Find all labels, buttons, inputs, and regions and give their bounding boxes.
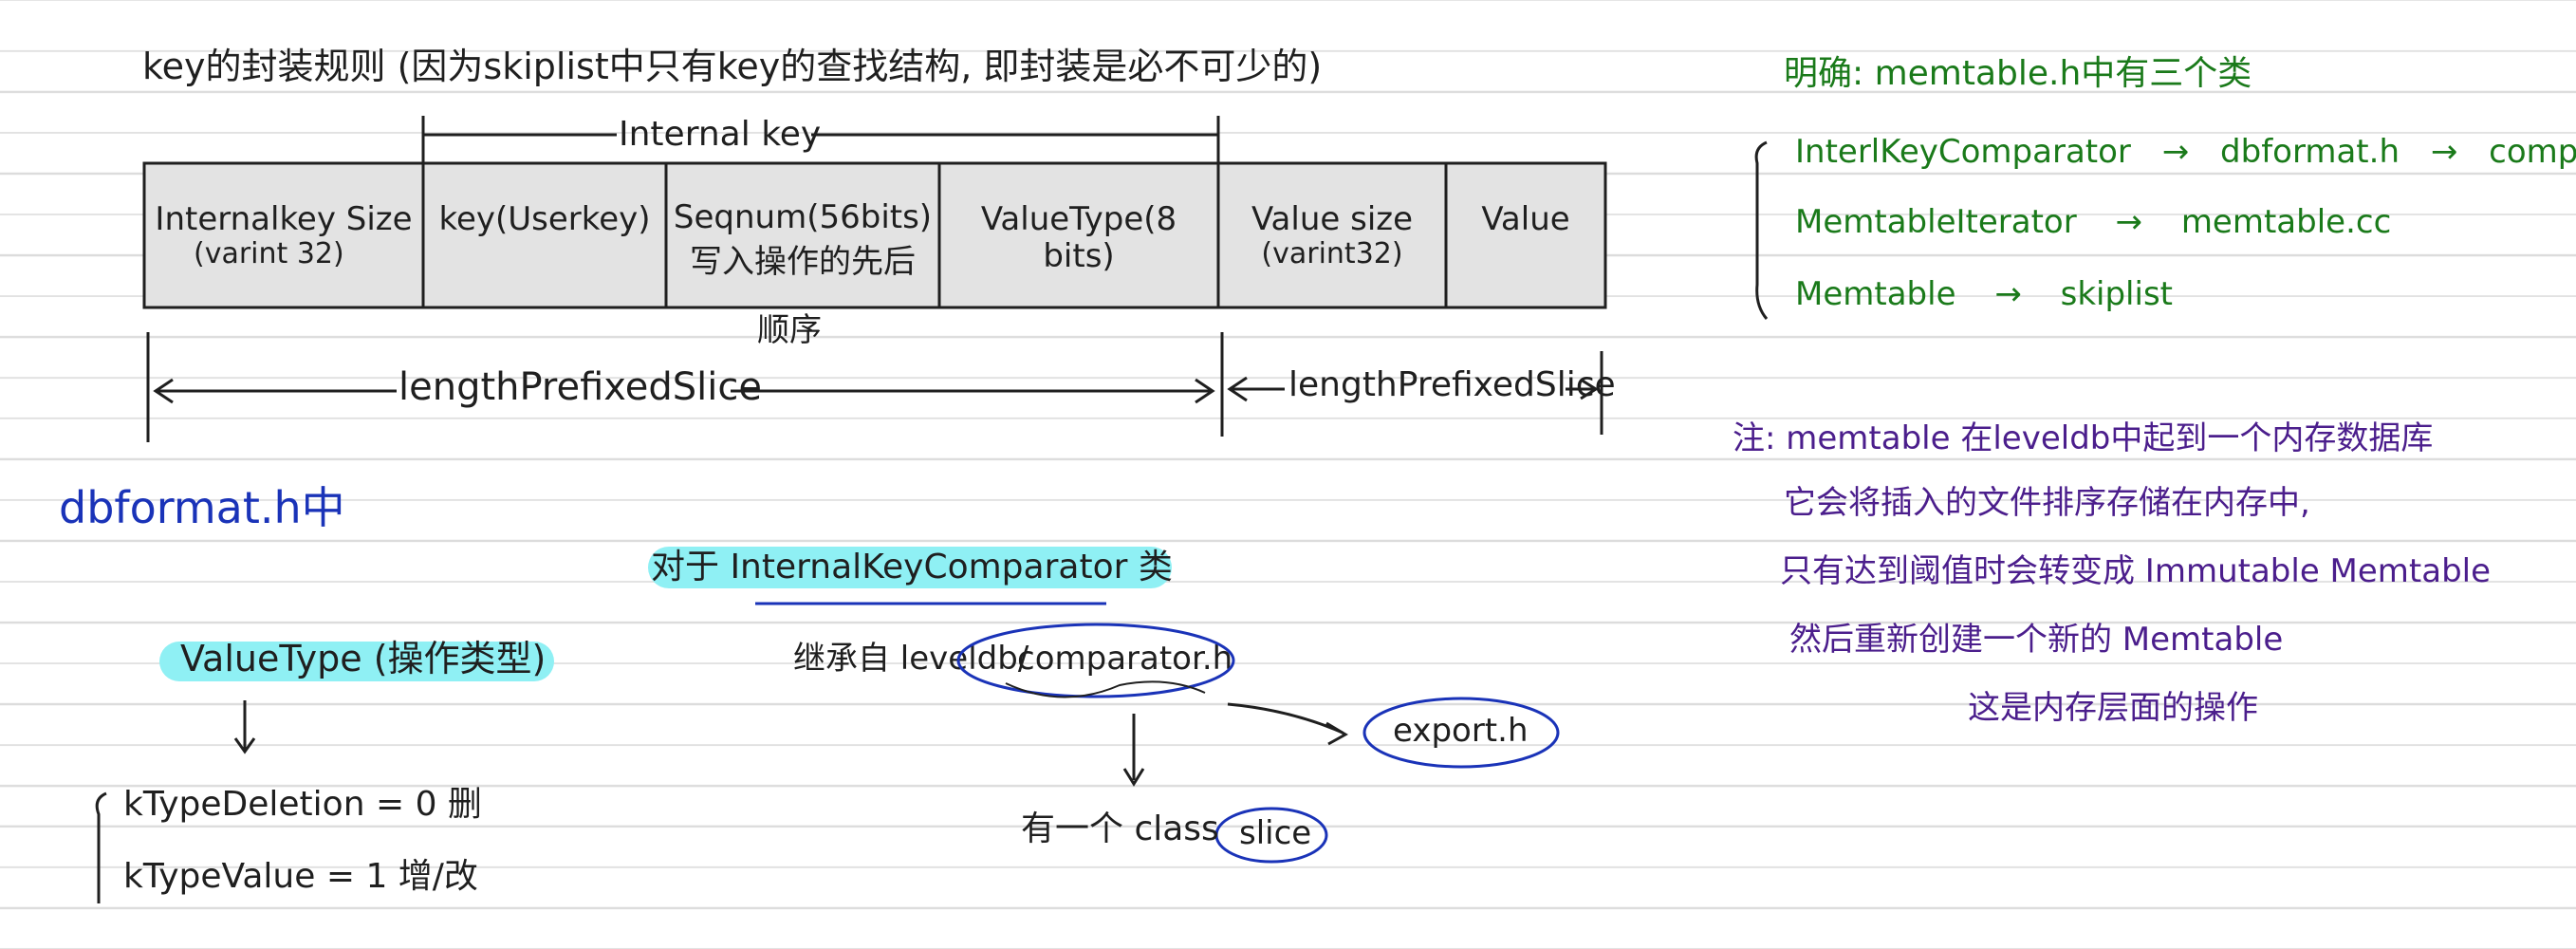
- internal-key-label: Internal key: [619, 115, 822, 154]
- green-row-2: MemtableIterator → memtable.cc: [1795, 203, 2392, 241]
- slice-note: 有一个 class: [1021, 809, 1219, 848]
- length-prefixed-label-2: lengthPrefixedSlice: [1288, 365, 1616, 404]
- cell-line1: Value size: [1251, 200, 1414, 238]
- comparator-h: comparator.h: [1017, 640, 1233, 678]
- highlight-valuetype: [159, 642, 554, 681]
- seq-order-note: 顺序: [757, 311, 822, 349]
- row3-a: Memtable: [1795, 275, 1956, 313]
- length-prefixed-label-1: lengthPrefixedSlice: [398, 365, 762, 409]
- cell-line1: Internalkey Size: [155, 200, 413, 238]
- cell-internalkey-size: Internalkey Size (varint 32): [146, 200, 421, 271]
- comparator-heading: 对于 InternalKeyComparator 类: [651, 548, 1173, 586]
- purple-line-4: 然后重新创建一个新的 Memtable: [1789, 621, 2284, 659]
- arrow-icon: →: [2430, 133, 2458, 171]
- cell-line1: Value: [1481, 200, 1570, 238]
- row1-b: dbformat.h: [2220, 133, 2400, 171]
- cell-valuetype: ValueType(8 bits): [941, 200, 1216, 276]
- cell-line1: key(Userkey): [438, 200, 651, 238]
- slice-label: slice: [1239, 814, 1312, 852]
- memtable-classes-title: 明确: memtable.h中有三个类: [1784, 54, 2252, 93]
- cell-seqnum: Seqnum(56bits) 写入操作的先后: [668, 198, 937, 282]
- cell-line1: ValueType(8 bits): [980, 200, 1177, 276]
- dbformat-heading: dbformat.h中: [59, 482, 345, 533]
- top-title: key的封装规则 (因为skiplist中只有key的查找结构, 即封装是必不可…: [142, 46, 1323, 87]
- green-row-1: InterlKeyComparator → dbformat.h → compa…: [1795, 133, 2576, 171]
- valuetype-label: ValueType (操作类型): [180, 638, 547, 679]
- cell-value-size: Value size (varint32): [1220, 200, 1444, 271]
- cell-userkey: key(Userkey): [425, 200, 664, 238]
- highlight-comparator: [648, 547, 1172, 588]
- cell-line2: (varint 32): [194, 237, 344, 271]
- arrow-icon: →: [1994, 275, 2022, 313]
- purple-line-5: 这是内存层面的操作: [1968, 689, 2258, 727]
- row1-a: InterlKeyComparator: [1795, 133, 2131, 171]
- inherit-label: 继承自 leveldb/: [793, 640, 1029, 678]
- cell-line2: (varint32): [1261, 237, 1403, 271]
- ktype-value: kTypeValue = 1 增/改: [123, 857, 478, 896]
- green-row-3: Memtable → skiplist: [1795, 275, 2173, 313]
- row3-b: skiplist: [2060, 275, 2173, 313]
- ktype-deletion: kTypeDeletion = 0 删: [123, 785, 482, 824]
- arrow-icon: →: [2161, 133, 2190, 171]
- cell-line1: Seqnum(56bits): [673, 198, 933, 236]
- cell-value: Value: [1448, 200, 1603, 238]
- purple-line-1: 注: memtable 在leveldb中起到一个内存数据库: [1733, 419, 2434, 457]
- cell-line2: 写入操作的先后: [690, 243, 916, 282]
- arrow-icon: →: [2115, 203, 2143, 241]
- purple-line-3: 只有达到阈值时会转变成 Immutable Memtable: [1780, 552, 2492, 590]
- export-h: export.h: [1393, 712, 1529, 750]
- row2-a: MemtableIterator: [1795, 203, 2077, 241]
- row1-c: comparator.h: [2489, 133, 2576, 171]
- purple-line-2: 它会将插入的文件排序存储在内存中,: [1784, 484, 2310, 522]
- row2-b: memtable.cc: [2180, 203, 2392, 241]
